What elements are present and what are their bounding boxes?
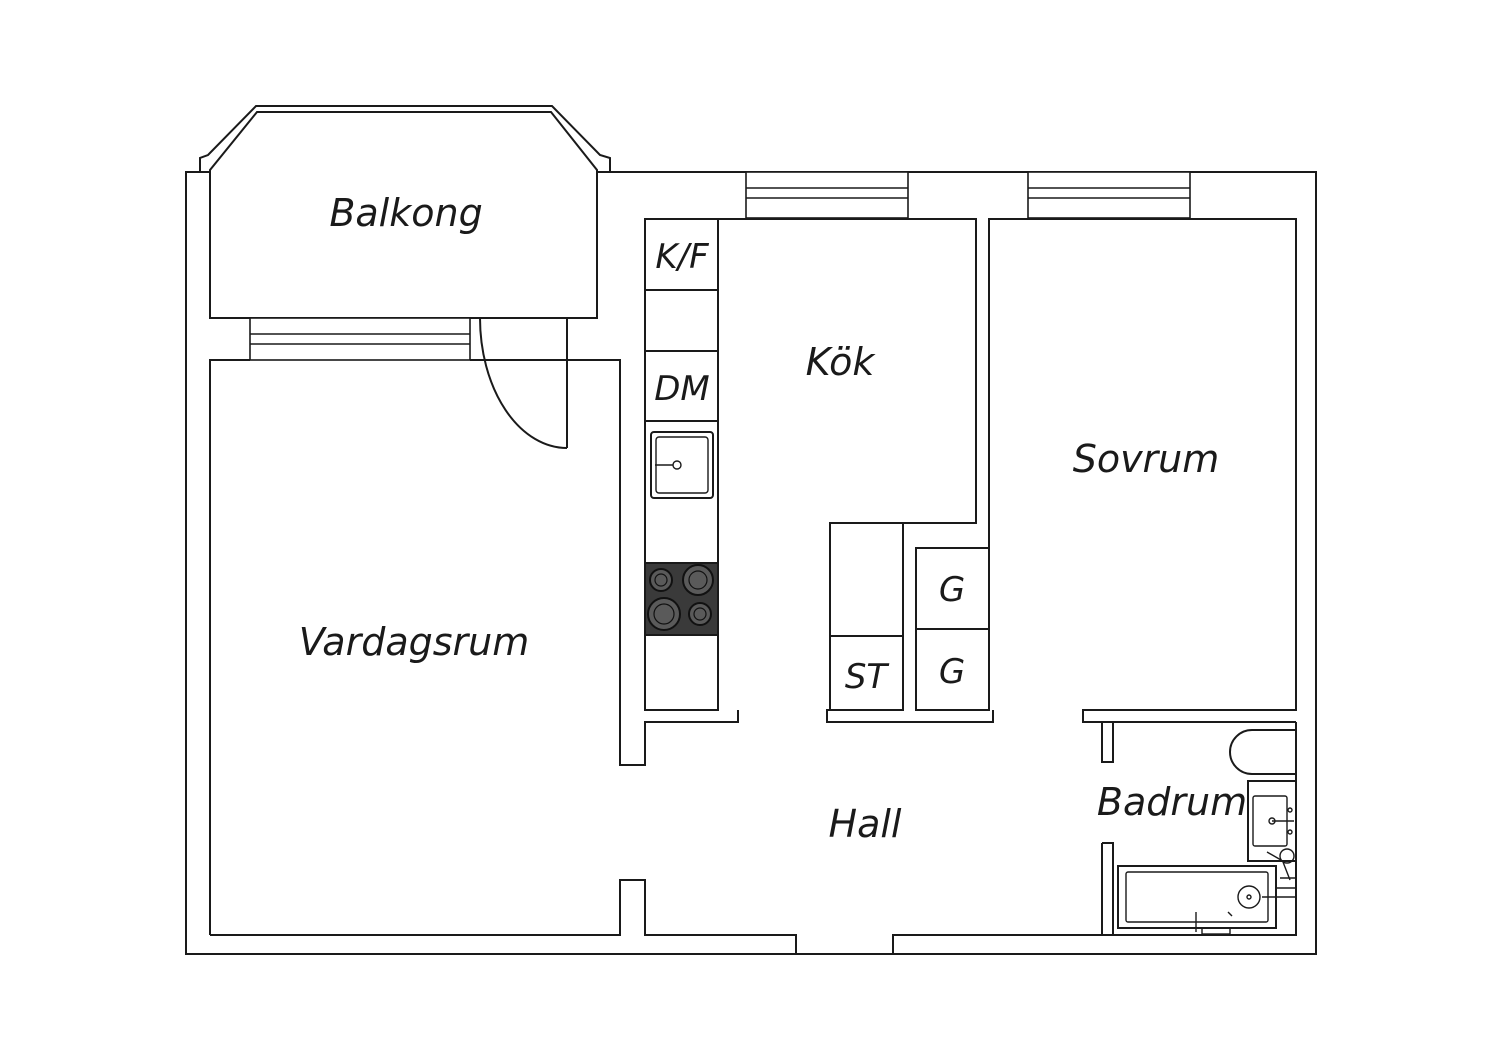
bedroom-walls [988,218,1297,723]
stove-icon [644,562,719,636]
fixture-label-storage: ST [845,657,890,697]
sink-icon [650,431,714,499]
balcony [186,105,611,319]
shower-icon [1266,848,1296,889]
washbasin-icon [1247,780,1297,862]
room-label-bathroom: Badrum [1097,780,1247,824]
window-kitchen [745,171,909,219]
room-label-living: Vardagsrum [299,620,530,664]
fixture-label-wardrobe-lower: G [939,652,965,692]
fixture-label-fridge-freezer: K/F [655,237,709,277]
kitchen-walls [644,218,994,723]
storage-cabinet [829,635,904,711]
bathroom-walls [1101,722,1297,936]
fixture-label-wardrobe-upper: G [939,570,965,610]
window-balcony [249,317,471,361]
bathtub-icon [1117,865,1296,935]
room-label-balcony: Balkong [329,191,482,235]
room-label-kitchen: Kök [806,340,877,384]
room-label-hall: Hall [829,802,902,846]
fixture-label-dishwasher: DM [654,369,710,409]
room-label-bedroom: Sovrum [1073,437,1220,481]
window-bedroom [1027,171,1191,219]
toilet-icon [1229,729,1296,775]
balcony-door [479,317,568,449]
